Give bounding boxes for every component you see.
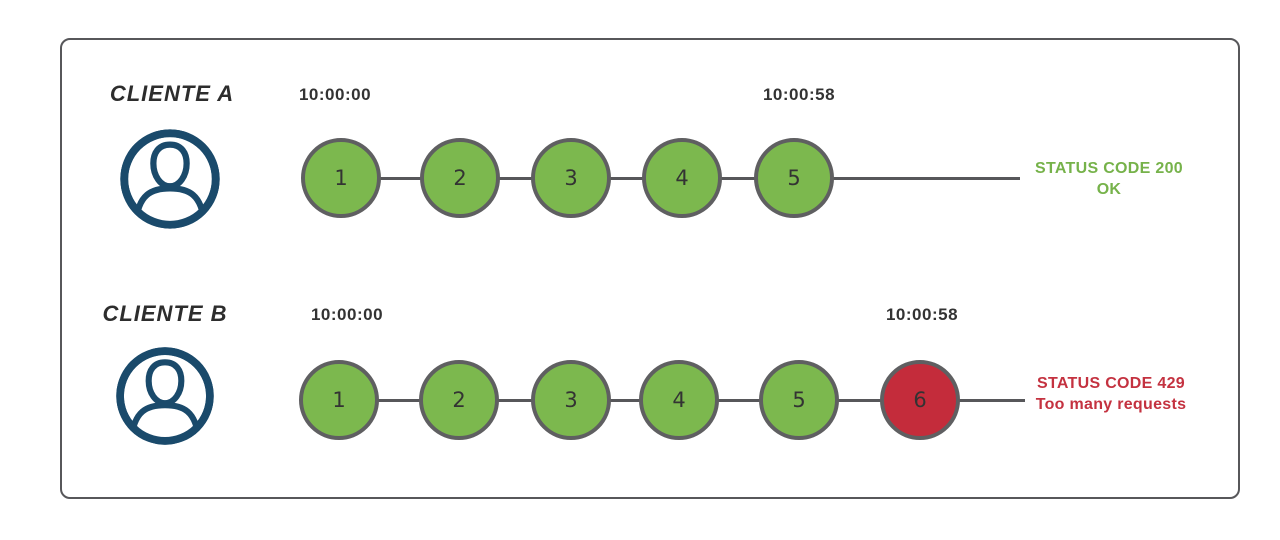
timestamp-end: 10:00:58 <box>762 85 836 104</box>
status-line1: STATUS CODE 429 <box>1037 375 1185 392</box>
request-circle: 4 <box>639 360 719 440</box>
user-icon <box>120 129 220 229</box>
client-label: CLIENTE B <box>102 301 228 326</box>
user-icon <box>116 347 214 445</box>
status-line1: STATUS CODE 200 <box>1035 160 1183 177</box>
request-circle: 3 <box>531 138 611 218</box>
timestamp-start: 10:00:00 <box>310 305 384 324</box>
status-line2: OK <box>1096 181 1122 198</box>
status-text: STATUS CODE 200 OK <box>1026 158 1192 200</box>
timestamp-end: 10:00:58 <box>885 305 959 324</box>
request-circle: 1 <box>299 360 379 440</box>
request-circle: 2 <box>420 138 500 218</box>
request-circle: 3 <box>531 360 611 440</box>
timestamp-start: 10:00:00 <box>298 85 372 104</box>
request-circle: 5 <box>754 138 834 218</box>
request-circle: 6 <box>880 360 960 440</box>
status-text: STATUS CODE 429 Too many requests <box>1026 373 1196 415</box>
client-label: CLIENTE A <box>109 81 235 106</box>
request-circle: 1 <box>301 138 381 218</box>
request-circle: 5 <box>759 360 839 440</box>
request-circle: 4 <box>642 138 722 218</box>
status-line2: Too many requests <box>1035 396 1187 413</box>
diagram-frame <box>60 38 1240 499</box>
request-circle: 2 <box>419 360 499 440</box>
